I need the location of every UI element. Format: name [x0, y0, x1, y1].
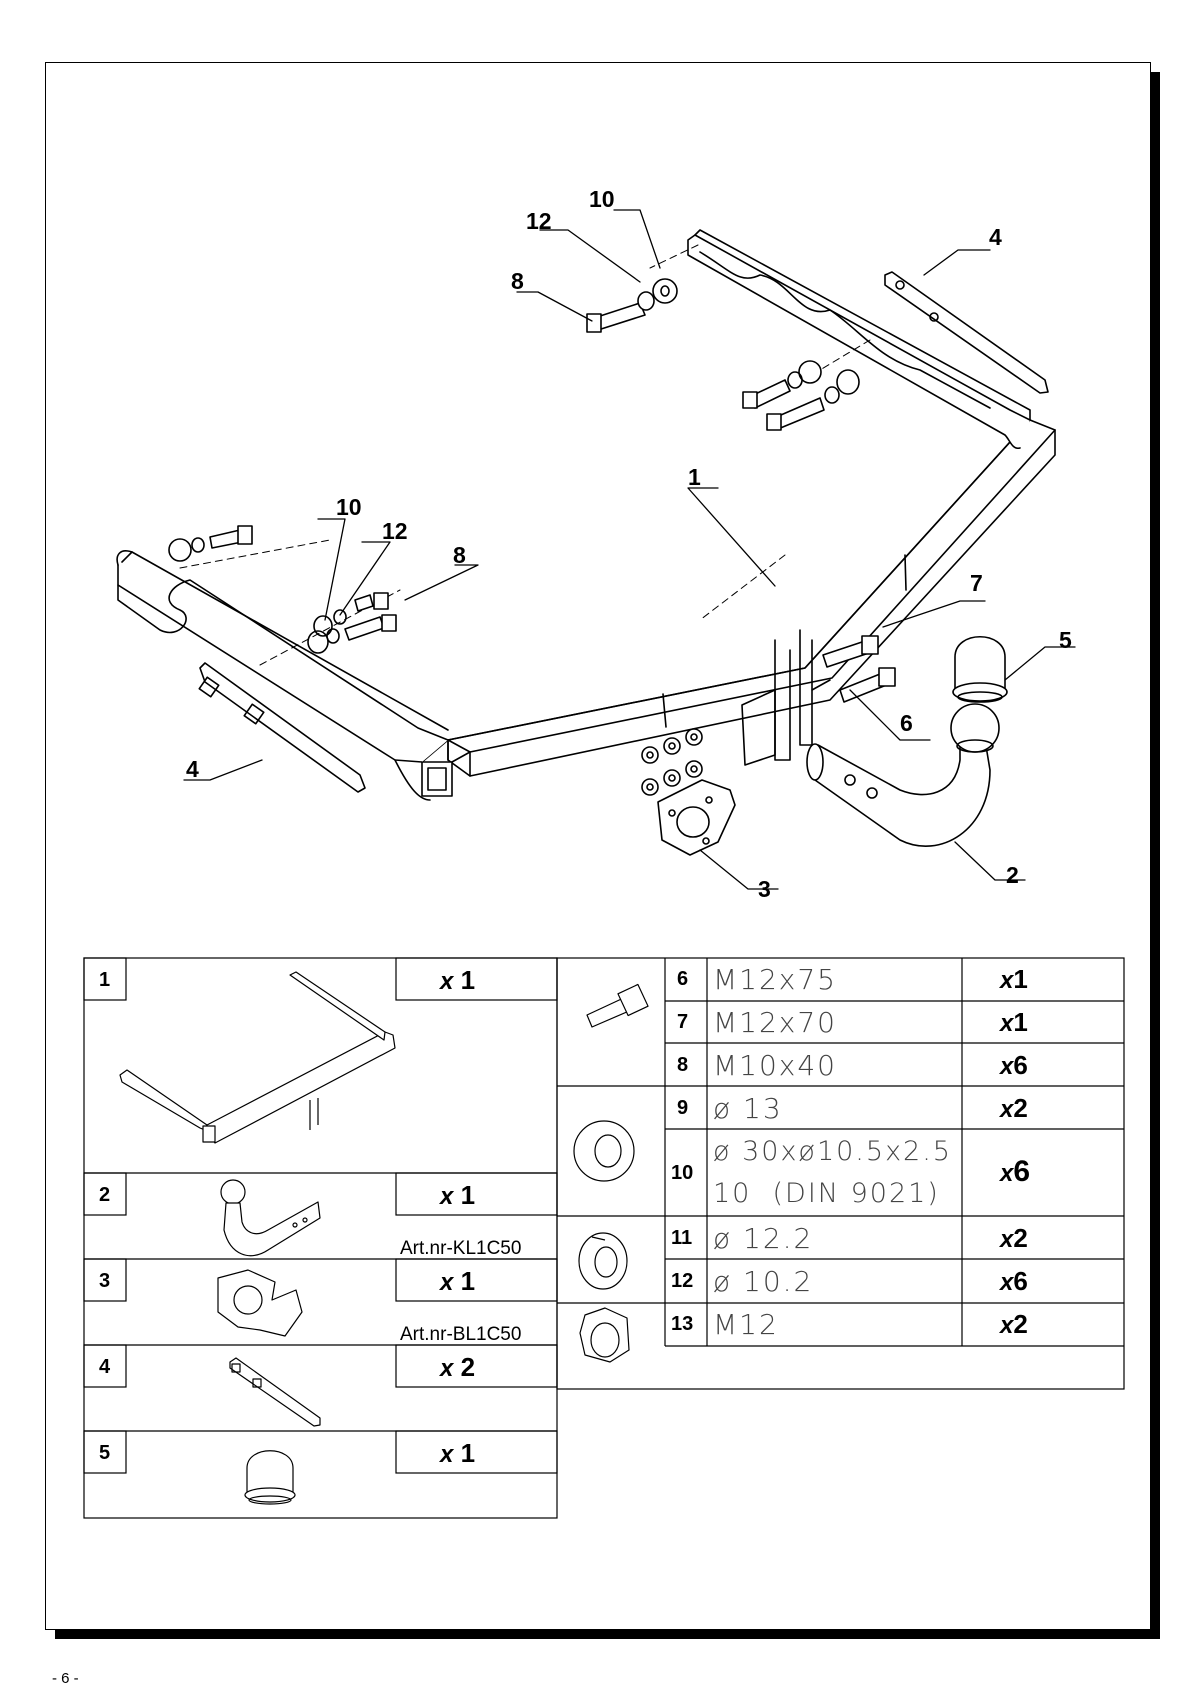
- thumb-crossbar: [119, 971, 396, 1144]
- part-quantity: x1: [1000, 964, 1028, 994]
- side-bracket-right-drawing: [884, 271, 1049, 394]
- article-number: Art.nr-KL1C50: [400, 1238, 522, 1259]
- callout-3: 3: [758, 876, 771, 902]
- part-number: 7: [677, 1011, 689, 1033]
- thumb-spring-washer: [578, 1232, 628, 1290]
- thumb-nut: [579, 1307, 630, 1363]
- frame-shadow: [1151, 72, 1160, 1638]
- part-number: 3: [99, 1270, 111, 1292]
- callout-12: 12: [382, 518, 408, 544]
- callout-10: 10: [336, 494, 362, 520]
- part-number: 6: [677, 968, 689, 990]
- callout-8: 8: [453, 542, 466, 568]
- thumb-side-bracket: [229, 1357, 321, 1427]
- part-quantity: x 1: [440, 1266, 476, 1296]
- part-spec: M10x40: [713, 1049, 837, 1082]
- bolt-group-top: [586, 278, 860, 431]
- part-spec: ø 10.2: [713, 1265, 814, 1298]
- thumb-bolt: [586, 983, 649, 1028]
- callout-4: 4: [186, 756, 199, 782]
- part-quantity: x 2: [440, 1352, 476, 1382]
- part-quantity: x6: [1000, 1155, 1031, 1188]
- part-number: 8: [677, 1054, 689, 1076]
- page-number: - 6 -: [52, 1670, 79, 1687]
- callout-7: 7: [970, 570, 983, 596]
- alignment-lines: [179, 244, 871, 666]
- leader-lines: [183, 209, 1076, 890]
- part-number: 12: [671, 1270, 694, 1292]
- part-quantity: x6: [1000, 1050, 1028, 1080]
- bolt-group-left: [168, 525, 397, 654]
- thumb-washer: [573, 1120, 635, 1182]
- socket-plate-drawing: [657, 779, 736, 856]
- part-number: 9: [677, 1097, 689, 1119]
- ball-cover-drawing: [952, 636, 1008, 703]
- part-quantity: x6: [1000, 1266, 1028, 1296]
- bolts-6-7: [641, 635, 896, 796]
- article-number: Art.nr-BL1C50: [400, 1324, 522, 1345]
- callout-10: 10: [589, 186, 615, 212]
- frame-shadow: [55, 1630, 1160, 1639]
- part-spec: ø 13: [713, 1092, 783, 1125]
- part-number: 13: [671, 1313, 694, 1335]
- callout-1: 1: [688, 464, 701, 490]
- callout-12: 12: [526, 208, 552, 234]
- part-quantity: x2: [1000, 1093, 1028, 1123]
- part-quantity: x 1: [440, 1180, 476, 1210]
- part-number: 5: [99, 1442, 111, 1464]
- part-spec-din: 10 (DIN 9021): [713, 1178, 940, 1209]
- part-spec: M12x70: [713, 1006, 837, 1039]
- part-spec: ø 30xø10.5x2.5: [713, 1136, 952, 1167]
- part-spec: ø 12.2: [713, 1222, 814, 1255]
- callout-4: 4: [989, 224, 1002, 250]
- part-number: 4: [99, 1356, 111, 1378]
- part-spec: M12x75: [713, 963, 837, 996]
- ball-neck-drawing: [806, 703, 1000, 847]
- part-quantity: x2: [1000, 1223, 1028, 1253]
- callout-5: 5: [1059, 627, 1072, 653]
- callout-2: 2: [1006, 862, 1019, 888]
- crossbar-drawing: [116, 229, 1056, 801]
- side-bracket-left-drawing: [198, 662, 366, 793]
- part-quantity: x1: [1000, 1007, 1028, 1037]
- part-quantity: x2: [1000, 1309, 1028, 1339]
- part-number: 10: [671, 1162, 694, 1184]
- part-spec: M12: [713, 1308, 779, 1341]
- thumb-ball-cover: [244, 1450, 296, 1505]
- callout-8: 8: [511, 268, 524, 294]
- part-quantity: x 1: [440, 1438, 476, 1468]
- part-quantity: x 1: [440, 965, 476, 995]
- part-number: 2: [99, 1184, 111, 1206]
- callout-6: 6: [900, 710, 913, 736]
- part-number: 1: [99, 969, 111, 991]
- part-number: 11: [671, 1227, 693, 1249]
- thumb-socket-plate: [217, 1269, 303, 1337]
- thumb-ball-neck: [220, 1179, 321, 1257]
